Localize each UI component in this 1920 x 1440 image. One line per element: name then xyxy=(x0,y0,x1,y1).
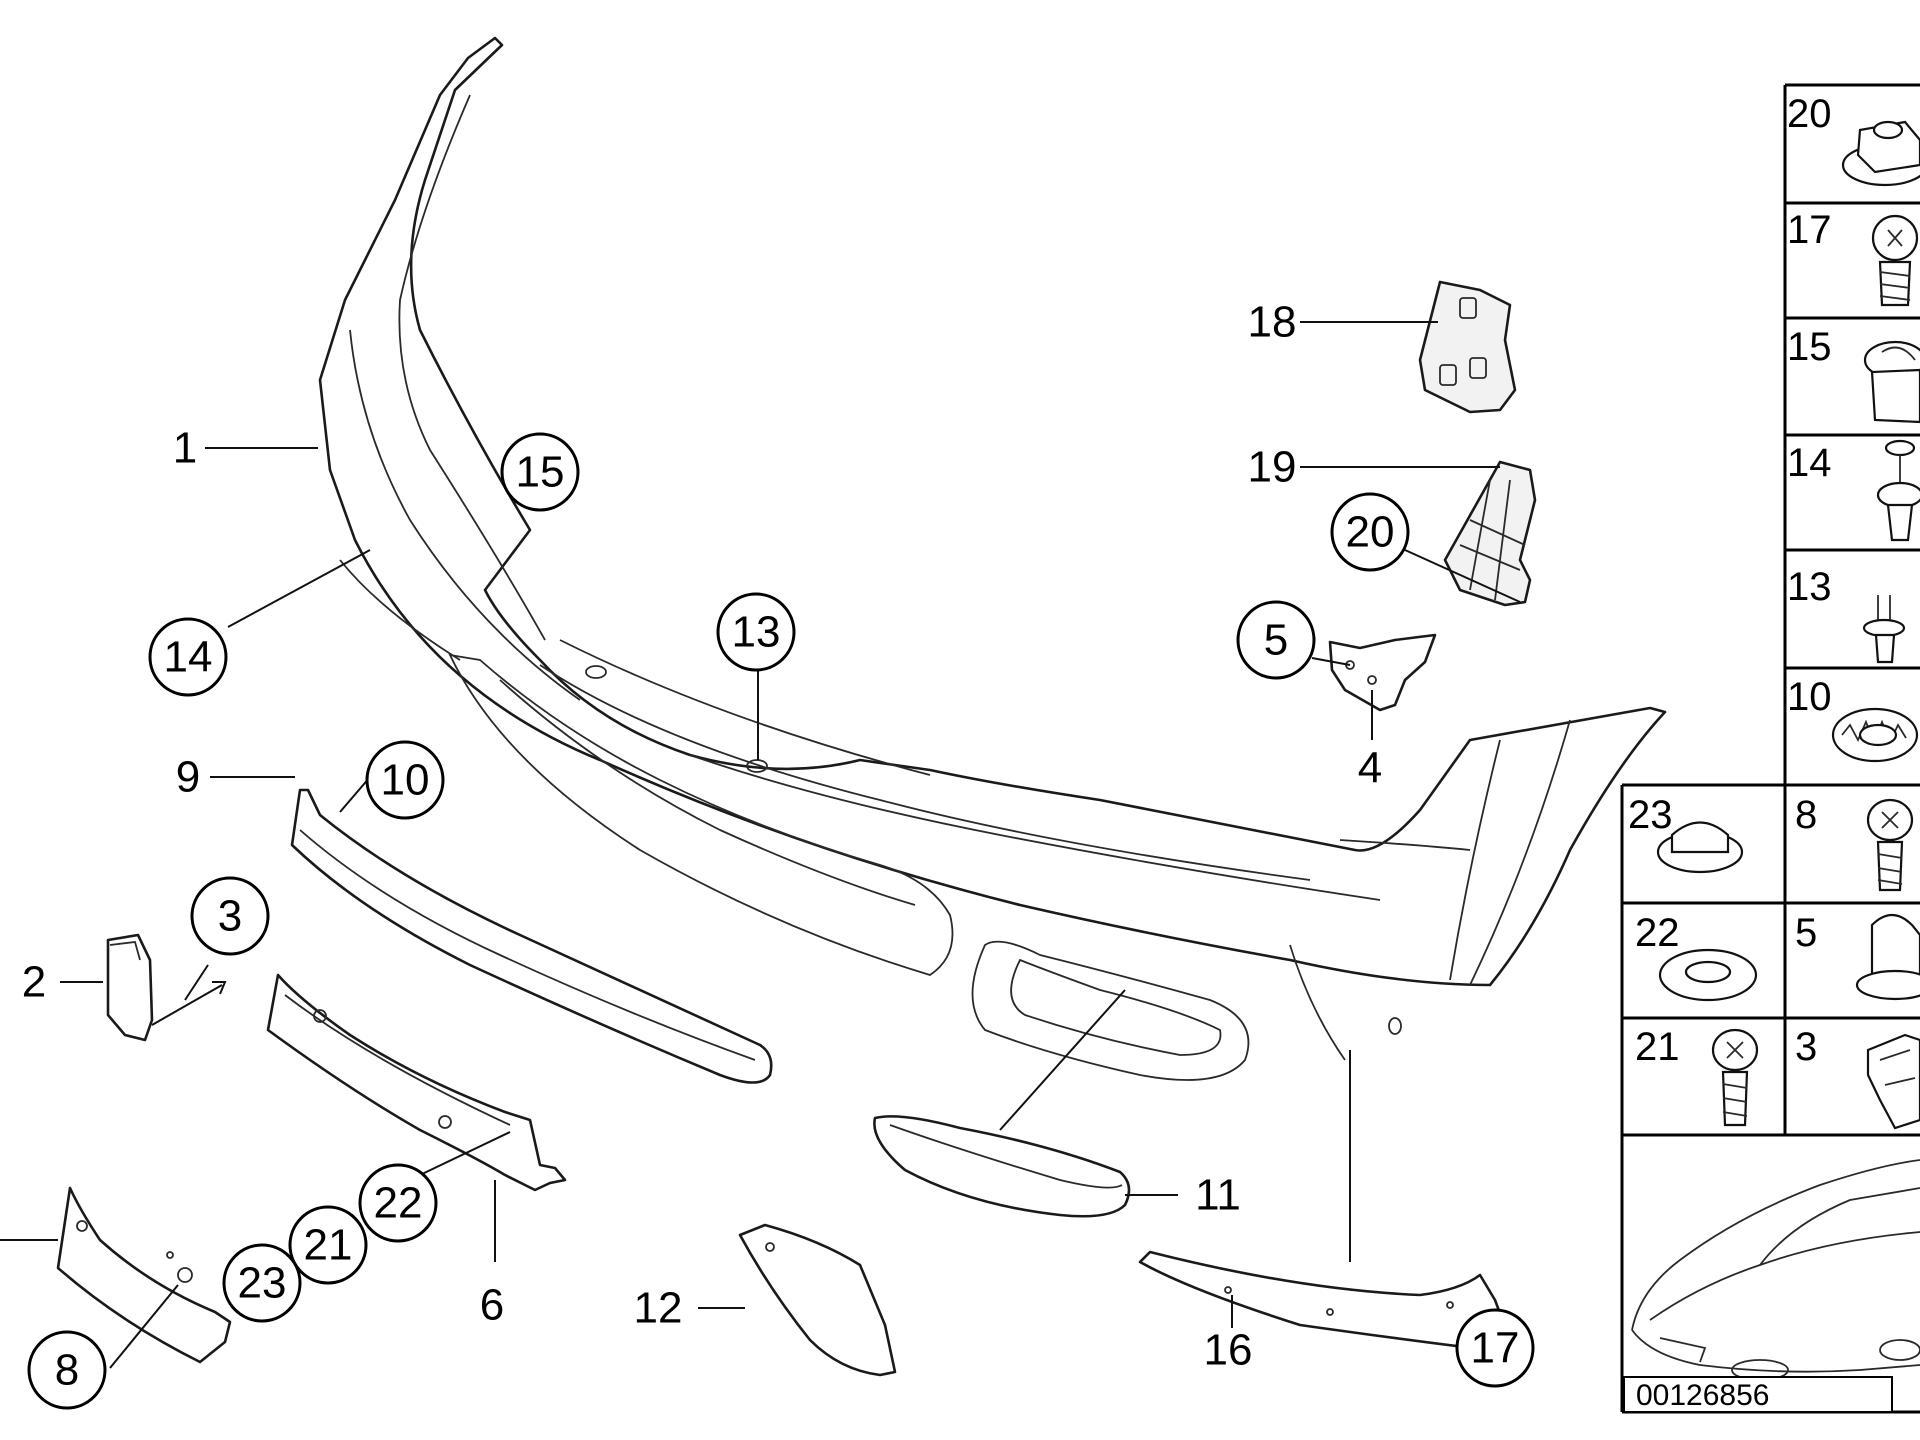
hardware-cell-label: 21 xyxy=(1635,1025,1680,1069)
washer-22-icon xyxy=(1658,948,1758,1002)
callout-4: 4 xyxy=(1358,744,1382,793)
hex-nut-flange-icon xyxy=(1841,120,1920,187)
hardware-cell-label: 15 xyxy=(1787,325,1832,369)
fog-light-trim xyxy=(873,1115,1131,1218)
hardware-cell-label: 8 xyxy=(1795,793,1817,837)
lock-washer-icon xyxy=(1831,707,1919,763)
reference-number: 00126856 xyxy=(1636,1379,1769,1412)
screw-21-icon xyxy=(1711,1028,1759,1127)
push-rivet-icon xyxy=(1876,439,1920,542)
bumper-cover xyxy=(318,36,1667,1081)
hardware-cell-label: 5 xyxy=(1795,911,1817,955)
callout-17: 17 xyxy=(1471,1324,1520,1373)
mounting-bracket-19 xyxy=(1443,460,1537,607)
cap-plug-icon xyxy=(1656,821,1744,874)
callout-11: 11 xyxy=(1195,1171,1241,1220)
callout-21: 21 xyxy=(304,1221,353,1270)
callout-1: 1 xyxy=(173,424,197,473)
callout-2: 2 xyxy=(22,958,46,1007)
callouts: 1 15 14 13 9 10 3 2 22 21 23 6 8 12 11 1… xyxy=(22,298,1535,1410)
callout-9: 9 xyxy=(176,753,200,802)
tow-hook-cover xyxy=(106,933,227,1042)
lower-spoiler-lip xyxy=(290,788,773,1084)
callout-8: 8 xyxy=(55,1346,79,1395)
callout-16: 16 xyxy=(1204,1326,1253,1375)
callout-13: 13 xyxy=(732,608,781,657)
side-bracket xyxy=(1328,633,1437,712)
hardware-cell-label: 14 xyxy=(1787,441,1832,485)
callout-19: 19 xyxy=(1248,443,1297,492)
hardware-grid: 20 17 15 14 13 10 23 8 22 5 21 3 xyxy=(1620,83,1920,1414)
hardware-cell-label: 23 xyxy=(1628,793,1673,837)
hardware-cell-label: 20 xyxy=(1787,92,1832,136)
mounting-bracket-18 xyxy=(1418,280,1517,414)
pin-rivet-icon xyxy=(1862,595,1906,664)
hardware-cell-label: 13 xyxy=(1787,565,1832,609)
callout-5: 5 xyxy=(1264,616,1288,665)
callout-22: 22 xyxy=(374,1179,423,1228)
tow-eye-cover xyxy=(738,1223,897,1377)
callout-20: 20 xyxy=(1346,508,1395,557)
screw-8-icon xyxy=(1866,798,1914,892)
license-plate-base xyxy=(56,1186,232,1364)
callout-3: 3 xyxy=(218,892,242,941)
leader-lines xyxy=(0,321,1521,1369)
hardware-cell-label: 17 xyxy=(1787,208,1832,252)
callout-14: 14 xyxy=(164,633,213,682)
spring-clip-icon xyxy=(1866,1033,1920,1130)
hardware-cell-label: 3 xyxy=(1795,1025,1817,1069)
hardware-cell-label: 22 xyxy=(1635,911,1680,955)
cap-nut-icon xyxy=(1855,913,1920,1001)
screw-washer-icon xyxy=(1871,214,1919,307)
callout-12: 12 xyxy=(634,1284,683,1333)
vehicle-overview-sketch xyxy=(1631,1159,1920,1381)
callout-10: 10 xyxy=(381,756,430,805)
license-plate-bracket xyxy=(266,973,567,1192)
expanding-clip-icon xyxy=(1863,340,1920,424)
hardware-cell-label: 10 xyxy=(1787,675,1832,719)
support-strip xyxy=(1138,1250,1512,1354)
callout-18: 18 xyxy=(1248,298,1297,347)
callout-15: 15 xyxy=(516,448,565,497)
callout-6: 6 xyxy=(480,1281,504,1330)
callout-23: 23 xyxy=(238,1259,287,1308)
